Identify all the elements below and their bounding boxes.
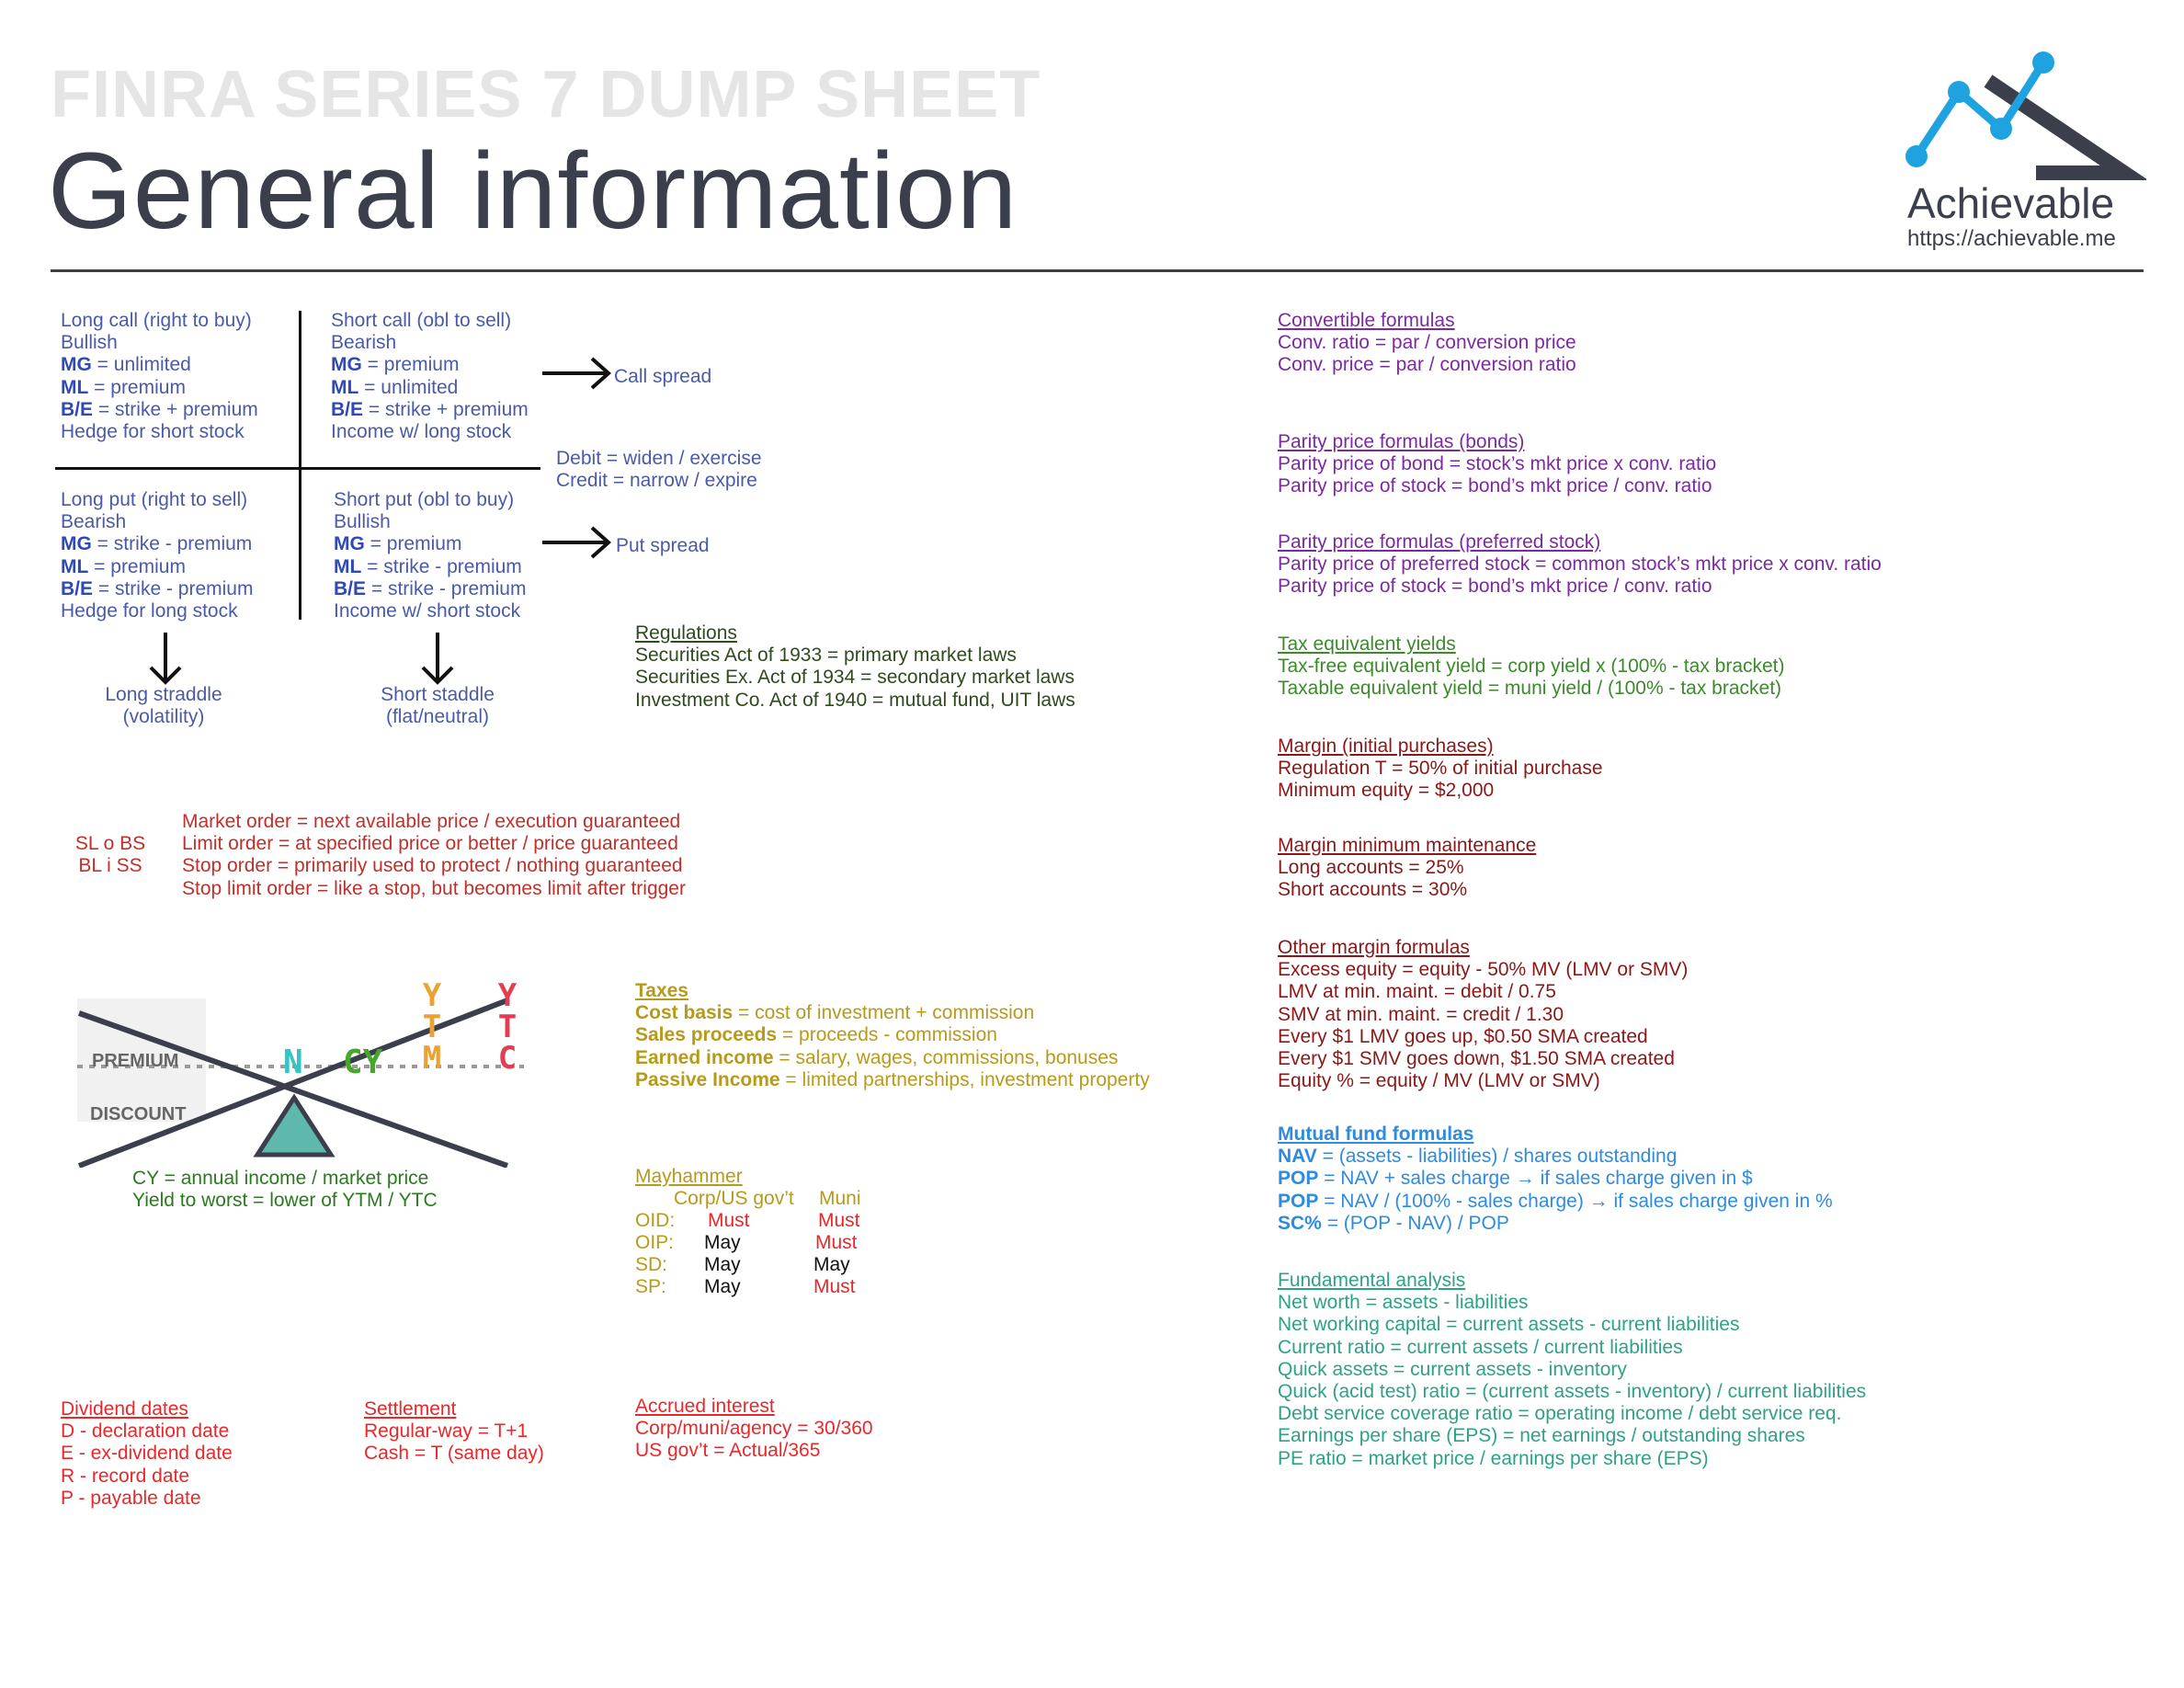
order-types-block: Market order = next available price / ex… xyxy=(182,811,686,899)
other-margin-heading: Other margin formulas xyxy=(1278,937,1470,958)
regulations-heading: Regulations xyxy=(635,622,737,644)
fundamental-analysis-heading: Fundamental analysis xyxy=(1278,1270,1466,1291)
regulations-block: Regulations Securities Act of 1933 = pri… xyxy=(635,622,1075,711)
arrow-right-icon xyxy=(542,357,612,390)
mayhammer-cell: May xyxy=(704,1232,741,1253)
mayhammer-cell: May xyxy=(704,1276,741,1297)
arrow-down-icon xyxy=(421,633,454,685)
mayhammer-cell: Must xyxy=(815,1232,858,1253)
tax-equivalent-block: Tax equivalent yields Tax-free equivalen… xyxy=(1278,633,1785,700)
achievable-logo: Achievable https://achievable.me xyxy=(1898,46,2149,257)
yield-definitions: CY = annual income / market price Yield … xyxy=(132,1168,438,1212)
premium-label: PREMIUM xyxy=(92,1051,179,1071)
mayhammer-row-label: OID: xyxy=(635,1210,676,1231)
ytm-label: Y T M xyxy=(422,977,442,1077)
margin-maintenance-heading: Margin minimum maintenance xyxy=(1278,835,1537,856)
nominal-yield-label: N xyxy=(283,1044,303,1081)
ytc-label: Y T C xyxy=(497,977,518,1077)
current-yield-label: CY xyxy=(343,1044,383,1081)
mayhammer-cell: Must xyxy=(813,1276,856,1297)
short-straddle-label: Short staddle (flat/neutral) xyxy=(381,684,495,728)
parity-preferred-heading: Parity price formulas (preferred stock) xyxy=(1278,531,1601,553)
mayhammer-row-label: SD: xyxy=(635,1254,668,1275)
accrued-interest-heading: Accrued interest xyxy=(635,1396,775,1417)
long-call-block: Long call (right to buy) Bullish MG = un… xyxy=(61,310,258,443)
long-straddle-label: Long straddle (volatility) xyxy=(105,684,222,728)
other-margin-block: Other margin formulas Excess equity = eq… xyxy=(1278,937,1689,1092)
quadrant-vertical-line xyxy=(299,311,301,620)
mayhammer-cell: Must xyxy=(708,1210,750,1231)
discount-label: DISCOUNT xyxy=(90,1104,187,1124)
super-title: FINRA SERIES 7 DUMP SHEET xyxy=(51,58,1041,131)
fundamental-analysis-block: Fundamental analysis Net worth = assets … xyxy=(1278,1270,1867,1469)
mayhammer-heading: Mayhammer xyxy=(635,1166,743,1187)
put-spread-label: Put spread xyxy=(616,535,710,556)
mayhammer-cell: May xyxy=(704,1254,741,1275)
mayhammer-row-label: SP: xyxy=(635,1276,666,1297)
parity-preferred-block: Parity price formulas (preferred stock) … xyxy=(1278,531,1882,598)
mayhammer-col-muni: Muni xyxy=(819,1188,861,1209)
taxes-block: Taxes Cost basis = cost of investment + … xyxy=(635,980,1150,1090)
arrow-right-icon xyxy=(542,526,612,559)
logo-url[interactable]: https://achievable.me xyxy=(1907,226,2116,251)
order-mnemonic: SL o BS BL i SS xyxy=(74,833,146,877)
mayhammer-col-corp: Corp/US gov’t xyxy=(674,1188,794,1209)
settlement-heading: Settlement xyxy=(364,1398,457,1420)
margin-maintenance-block: Margin minimum maintenance Long accounts… xyxy=(1278,835,1537,901)
accrued-interest-block: Accrued interest Corp/muni/agency = 30/3… xyxy=(635,1396,873,1462)
parity-bonds-block: Parity price formulas (bonds) Parity pri… xyxy=(1278,431,1717,497)
logo-chart-icon xyxy=(1905,51,2149,180)
long-put-block: Long put (right to sell) Bearish MG = st… xyxy=(61,489,254,622)
parity-bonds-heading: Parity price formulas (bonds) xyxy=(1278,431,1525,452)
mayhammer-cell: Must xyxy=(818,1210,860,1231)
header-divider xyxy=(51,269,2144,272)
tax-equivalent-heading: Tax equivalent yields xyxy=(1278,633,1456,655)
logo-wordmark: Achievable xyxy=(1907,179,2115,227)
call-spread-label: Call spread xyxy=(614,366,712,387)
margin-initial-heading: Margin (initial purchases) xyxy=(1278,736,1494,757)
debit-credit-block: Debit = widen / exercise Credit = narrow… xyxy=(556,448,762,492)
settlement-block: Settlement Regular-way = T+1 Cash = T (s… xyxy=(364,1398,544,1465)
dividend-dates-block: Dividend dates D - declaration date E - … xyxy=(61,1398,233,1509)
arrow-down-icon xyxy=(149,633,182,685)
short-put-block: Short put (obl to buy) Bullish MG = prem… xyxy=(334,489,527,622)
mutual-fund-block: Mutual fund formulas NAV = (assets - lia… xyxy=(1278,1123,1833,1234)
page-title: General information xyxy=(48,131,1018,252)
dividend-dates-heading: Dividend dates xyxy=(61,1398,188,1420)
convertible-block: Convertible formulas Conv. ratio = par /… xyxy=(1278,310,1576,376)
mutual-fund-heading: Mutual fund formulas xyxy=(1278,1123,1474,1145)
margin-initial-block: Margin (initial purchases) Regulation T … xyxy=(1278,736,1603,802)
short-call-block: Short call (obl to sell) Bearish MG = pr… xyxy=(331,310,529,443)
yield-seesaw-diagram xyxy=(77,998,524,1168)
mayhammer-row-label: OIP: xyxy=(635,1232,675,1253)
mayhammer-cell: May xyxy=(813,1254,850,1275)
convertible-heading: Convertible formulas xyxy=(1278,310,1455,331)
quadrant-horizontal-line xyxy=(55,467,540,470)
taxes-heading: Taxes xyxy=(635,980,688,1001)
